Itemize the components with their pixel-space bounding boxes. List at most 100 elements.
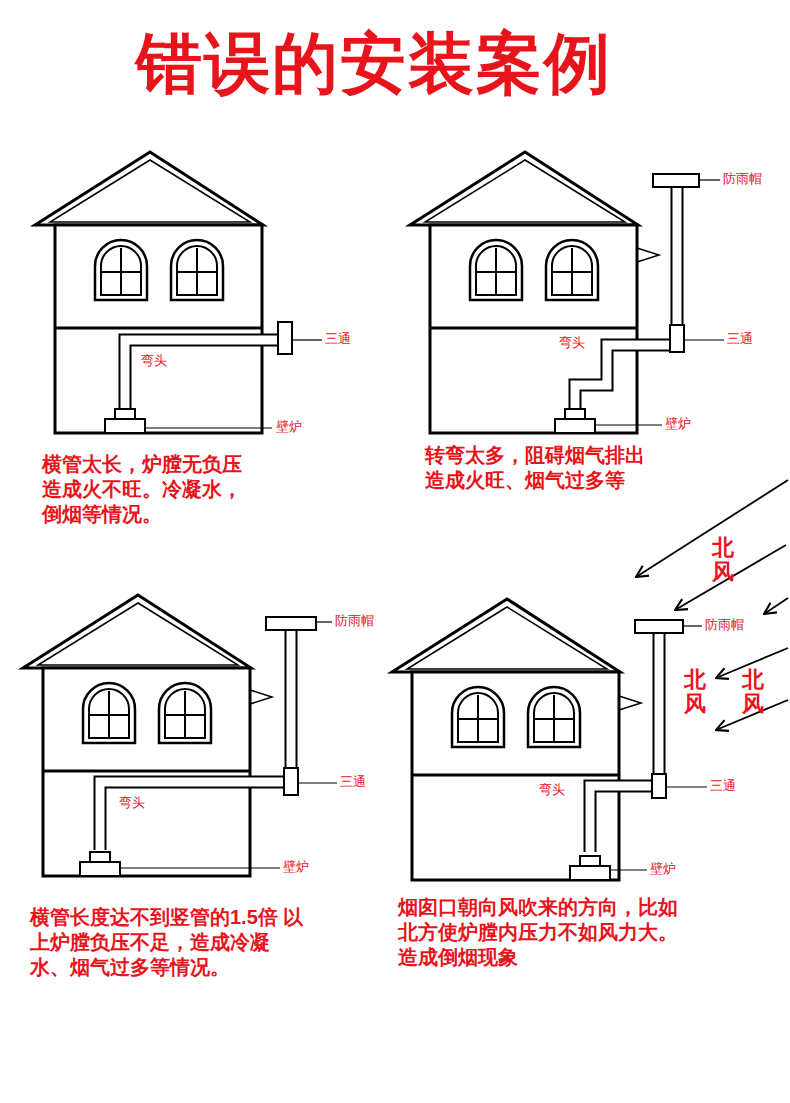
window-frame <box>546 240 598 300</box>
flue-pipe-inner <box>655 633 664 796</box>
rain-cap <box>635 620 683 633</box>
note-text: 烟囱口朝向风吹来的方向，比如 北方使炉膛内压力不如风力大。 造成倒烟现象 <box>398 895 688 970</box>
window-frame <box>95 240 147 300</box>
roof-inner <box>425 160 625 222</box>
floor-slab <box>412 774 619 777</box>
roof <box>410 152 638 225</box>
leader-line <box>292 339 322 340</box>
window-inner <box>458 693 498 742</box>
fireplace-collar <box>565 409 585 419</box>
note-text: 横管长度达不到竖管的1.5倍 以上炉膛负压不足，造成冷凝 水、烟气过多等情况。 <box>30 905 308 980</box>
title-text: 错误的安装案例 <box>0 30 748 96</box>
window-inner <box>177 246 217 295</box>
rain-cap <box>266 617 316 630</box>
roof <box>35 152 263 225</box>
window-transom <box>458 718 498 720</box>
window-inner <box>101 246 141 295</box>
flue-pipe-inner <box>590 786 654 852</box>
floor-slab <box>43 770 250 773</box>
window-frame <box>528 687 580 747</box>
window-frame <box>171 240 223 300</box>
fireplace-collar <box>580 856 600 866</box>
house <box>410 152 724 433</box>
rain-cap <box>653 174 699 187</box>
house <box>392 599 707 880</box>
house-wall <box>430 225 637 433</box>
leader-line <box>610 869 647 870</box>
window-frame <box>159 683 211 743</box>
part-name: 弯头 <box>538 782 566 798</box>
fireplace-base <box>105 419 145 433</box>
note-text: 转弯太多，阻碍烟气排出 造成火旺、烟气过多等 <box>425 443 655 493</box>
note-text: 横管太长，炉膛无负压 造成火不旺。冷凝水， 倒烟等情况。 <box>42 452 252 527</box>
flue-pipe-outline <box>590 786 654 852</box>
flue-pipe-outline <box>653 633 666 796</box>
window-frame <box>470 240 522 300</box>
wind-arrow <box>764 598 788 614</box>
floor-slab <box>430 327 637 330</box>
tee-joint <box>670 325 684 352</box>
flue-pipe-outline <box>575 345 672 408</box>
leader-line <box>595 424 662 425</box>
window-transom <box>165 714 205 716</box>
leader-line <box>316 621 332 622</box>
tee-joint <box>284 768 298 795</box>
leader-line <box>684 339 724 340</box>
part-name: 弯头 <box>140 353 168 369</box>
window-inner <box>165 689 205 738</box>
flue-pipe-inner <box>575 345 672 408</box>
fireplace-collar <box>90 852 110 862</box>
window-inner <box>552 246 592 295</box>
house <box>23 595 337 876</box>
fireplace-base <box>555 419 595 433</box>
window-inner <box>534 693 574 742</box>
window-frame <box>452 687 504 747</box>
roof-inner <box>407 607 607 669</box>
window-inner <box>476 246 516 295</box>
house-wall <box>55 225 262 433</box>
flue-pipe-outline <box>671 186 684 352</box>
wind-label: 北风 <box>742 668 764 716</box>
part-name: 三通 <box>709 778 737 794</box>
part-name: 弯头 <box>558 335 586 351</box>
part-name: 三通 <box>726 331 754 347</box>
part-name: 壁炉 <box>664 416 692 432</box>
fireplace-base <box>80 862 120 876</box>
part-name: 三通 <box>324 331 352 347</box>
part-name: 防雨帽 <box>334 613 375 629</box>
window-transom <box>534 718 574 720</box>
fireplace-collar <box>115 409 135 419</box>
wind-label: 北风 <box>684 668 706 716</box>
roof-inner <box>38 603 238 665</box>
roof <box>392 599 620 672</box>
window-transom <box>476 271 516 273</box>
tee-joint <box>652 774 666 798</box>
roof <box>23 595 251 668</box>
flue-pipe-inner <box>125 340 280 410</box>
tee-joint <box>278 322 292 354</box>
flue-pipe-outline <box>285 630 298 795</box>
part-name: 防雨帽 <box>704 617 745 633</box>
window-frame <box>83 683 135 743</box>
part-name: 三通 <box>339 774 367 790</box>
flue-pipe-outline <box>125 340 280 410</box>
wind-label: 北风 <box>712 536 734 584</box>
part-name: 壁炉 <box>649 861 677 877</box>
leader-line <box>699 179 720 180</box>
window-transom <box>177 271 217 273</box>
part-name: 壁炉 <box>282 859 310 875</box>
window-transom <box>101 271 141 273</box>
floor-slab <box>55 327 262 330</box>
window-transom <box>552 271 592 273</box>
leader-line <box>120 867 280 868</box>
part-name: 弯头 <box>118 795 146 811</box>
leader-line <box>298 782 337 783</box>
leader-line <box>683 625 702 626</box>
part-name: 防雨帽 <box>722 171 763 187</box>
fireplace-base <box>570 866 610 880</box>
flue-pipe-outline <box>100 782 286 850</box>
house <box>35 152 322 433</box>
window-inner <box>89 689 129 738</box>
wall-bracket <box>250 690 272 704</box>
wall-bracket <box>619 696 641 710</box>
